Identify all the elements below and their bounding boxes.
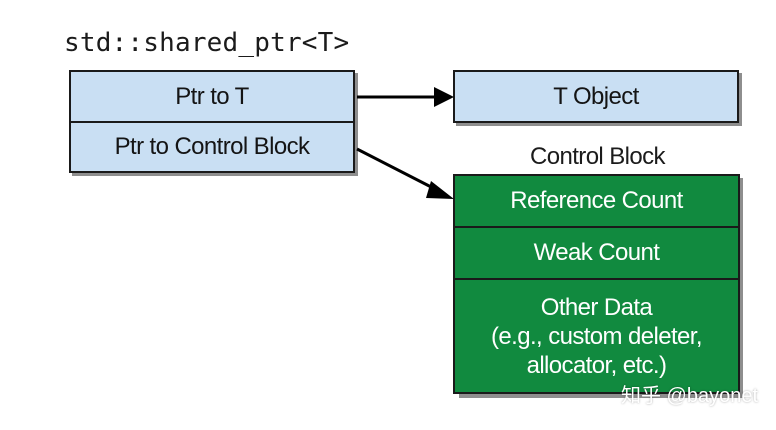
ptr-to-control-block-box: Ptr to Control Block (69, 121, 355, 173)
diagram-title: std::shared_ptr<T> (64, 28, 350, 58)
other-data-box: Other Data (e.g., custom deleter, alloca… (453, 278, 740, 394)
reference-count-box: Reference Count (453, 174, 740, 228)
reference-count-label: Reference Count (510, 187, 683, 214)
ptr-to-control-block-label: Ptr to Control Block (114, 133, 310, 160)
t-object-box: T Object (453, 70, 739, 123)
weak-count-label: Weak Count (533, 239, 660, 266)
ptr-to-t-label: Ptr to T (175, 82, 249, 110)
watermark: 知乎 @bayonet (620, 385, 758, 407)
arrow-ptr-to-control-block (356, 147, 454, 199)
t-object-label: T Object (553, 82, 639, 110)
other-data-label: Other Data (e.g., custom deleter, alloca… (491, 293, 703, 379)
ptr-to-t-box: Ptr to T (69, 70, 355, 123)
weak-count-box: Weak Count (453, 226, 740, 280)
control-block-label: Control Block (530, 143, 666, 170)
arrow-ptr-to-t-object (357, 87, 454, 107)
